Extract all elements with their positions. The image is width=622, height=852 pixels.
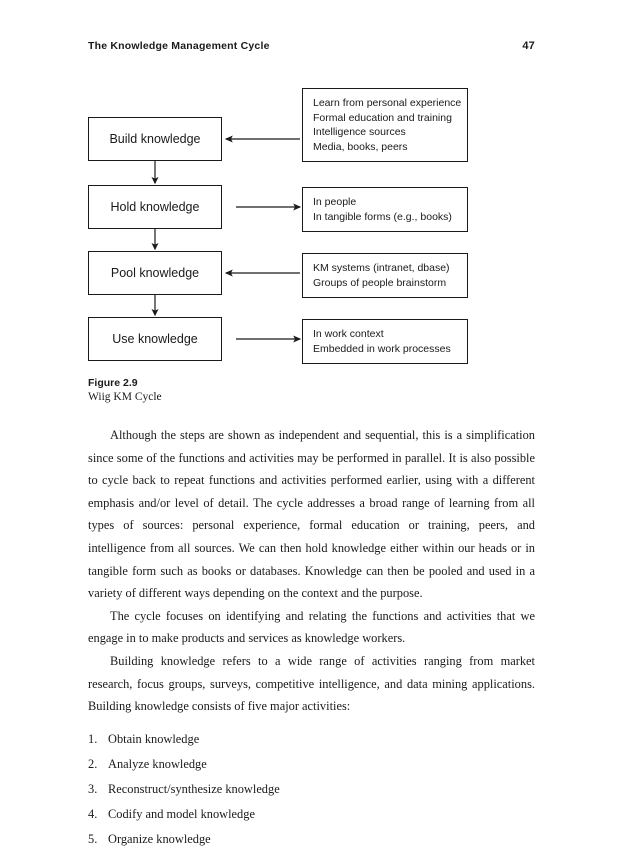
note-line: In work context xyxy=(313,328,384,340)
note-line: In people xyxy=(313,196,357,208)
figure-caption: Figure 2.9 Wiig KM Cycle xyxy=(88,376,388,405)
process-box-label: Pool knowledge xyxy=(110,266,200,280)
list-item-text: Reconstruct/synthesize knowledge xyxy=(108,781,280,796)
figure-caption-number: Figure 2.9 xyxy=(88,377,138,389)
list-item-text: Analyze knowledge xyxy=(108,756,207,771)
note-line: In tangible forms (e.g., books) xyxy=(313,210,452,223)
paragraph: The cycle focuses on identifying and rel… xyxy=(88,608,535,646)
list-item-text: Organize knowledge xyxy=(108,831,211,846)
note-line: Formal education and training xyxy=(313,111,452,124)
note-line: Learn from personal experience xyxy=(313,97,462,109)
list-item-number: 5. xyxy=(88,831,98,846)
list-item: 2. Analyze knowledge xyxy=(88,752,535,777)
process-box-label: Hold knowledge xyxy=(110,200,200,214)
note-line: Intelligence sources xyxy=(313,126,406,138)
note-line: Embedded in work processes xyxy=(313,342,451,355)
running-head: The Knowledge Management Cycle 47 xyxy=(88,40,535,52)
paragraph: Although the steps are shown as independ… xyxy=(88,428,535,601)
process-box-pool-knowledge: Pool knowledge xyxy=(88,251,222,295)
list-item: 3. Reconstruct/synthesize knowledge xyxy=(88,777,535,802)
process-box-label: Use knowledge xyxy=(112,332,198,346)
list-item-text: Obtain knowledge xyxy=(108,731,200,746)
paragraph: Building knowledge refers to a wide rang… xyxy=(88,653,535,714)
list-item-text: Codify and model knowledge xyxy=(108,806,255,821)
process-box-build-knowledge: Build knowledge xyxy=(88,117,222,161)
list-item: 5. Organize knowledge xyxy=(88,827,535,852)
process-box-label: Build knowledge xyxy=(109,132,201,146)
list-item-number: 1. xyxy=(88,731,98,746)
process-box-hold-knowledge: Hold knowledge xyxy=(88,185,222,229)
list-item: 1. Obtain knowledge xyxy=(88,727,535,752)
note-box-build-knowledge: Learn from personal experience Formal ed… xyxy=(302,88,468,162)
note-box-use-knowledge: In work context Embedded in work process… xyxy=(302,319,468,364)
figure-caption-title: Wiig KM Cycle xyxy=(88,391,162,403)
figure-connectors xyxy=(151,135,302,343)
list-item-number: 3. xyxy=(88,781,98,796)
figure-wiig-km-cycle: Build knowledge Hold knowledge Pool know… xyxy=(0,0,622,420)
list-item-number: 4. xyxy=(88,806,98,821)
list-item: 4. Codify and model knowledge xyxy=(88,802,535,827)
body-text: Although the steps are shown as independ… xyxy=(88,424,535,852)
running-head-title: The Knowledge Management Cycle xyxy=(88,40,270,52)
note-box-hold-knowledge: In people In tangible forms (e.g., books… xyxy=(302,187,468,232)
note-line: Media, books, peers xyxy=(313,140,408,153)
note-line: Groups of people brainstorm xyxy=(313,276,447,289)
numbered-list: 1. Obtain knowledge 2. Analyze knowledge… xyxy=(88,727,535,852)
page-number: 47 xyxy=(522,40,535,52)
list-item-number: 2. xyxy=(88,756,98,771)
note-line: KM systems (intranet, dbase) xyxy=(313,262,450,274)
note-box-pool-knowledge: KM systems (intranet, dbase) Groups of p… xyxy=(302,253,468,298)
process-box-use-knowledge: Use knowledge xyxy=(88,317,222,361)
